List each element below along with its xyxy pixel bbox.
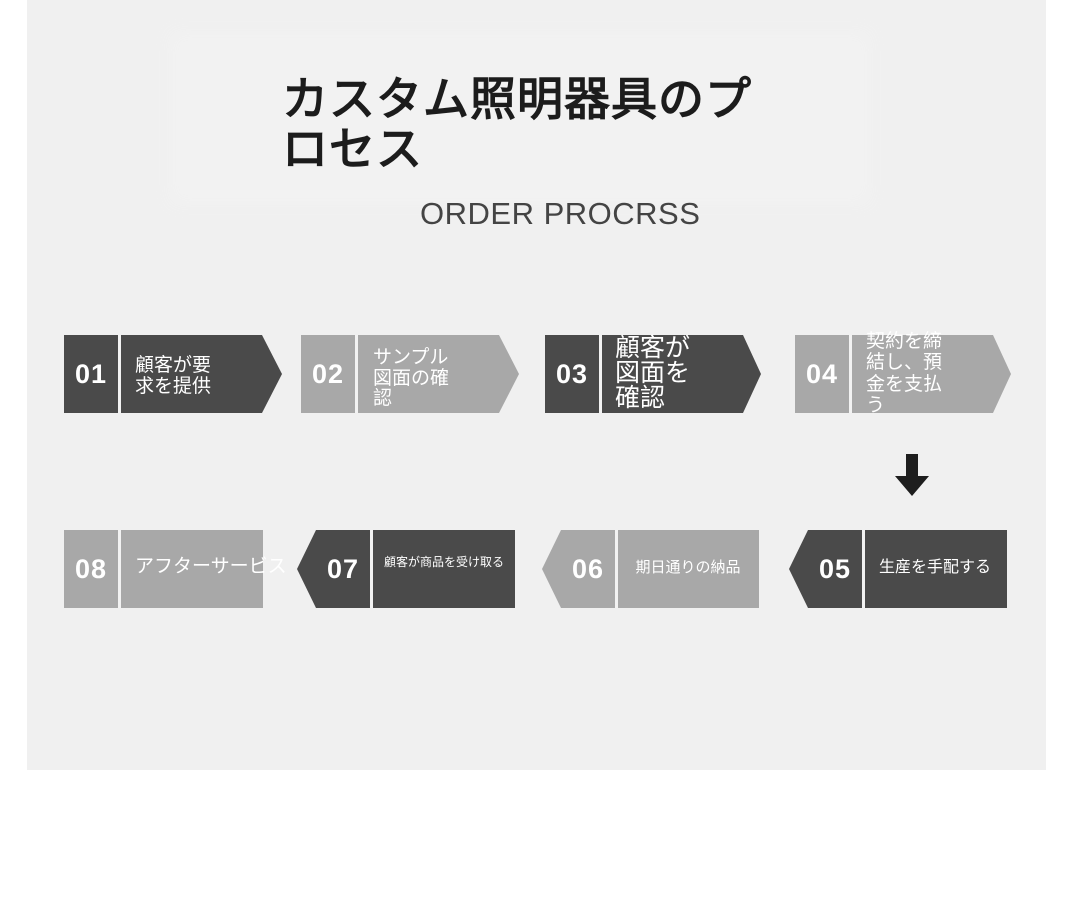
step-label: 顧客が要求を提供 (135, 354, 212, 398)
step-05-shape (789, 530, 1007, 608)
step-label: アフターサービス (135, 555, 287, 577)
step-label: サンプル図面の確認 (373, 346, 450, 410)
process-step-04: 04 契約を締結し、預金を支払う (795, 330, 1011, 415)
page-title: カスタム照明器具のプロセス (282, 72, 752, 176)
step-number: 05 (818, 554, 852, 584)
step-08-shape (64, 530, 263, 608)
step-label: 顧客が図面を確認 (615, 333, 691, 412)
step-divider (862, 530, 865, 608)
process-step-08: 08 アフターサービス (64, 530, 287, 608)
title-background (180, 42, 860, 194)
step-06-shape (542, 530, 759, 608)
step-divider (370, 530, 373, 608)
step-divider (355, 335, 358, 413)
step-label: 契約を締結し、預金を支払う (866, 330, 943, 416)
step-number: 07 (326, 554, 360, 584)
process-step-05: 05 生産を手配する (789, 530, 1007, 608)
step-number: 06 (571, 554, 605, 584)
step-divider (118, 335, 121, 413)
step-number: 03 (555, 359, 589, 389)
step-divider (615, 530, 618, 608)
process-step-07: 07 顧客が商品を受け取る (297, 530, 515, 608)
step-divider (118, 530, 121, 608)
process-step-06: 06 期日通りの納品 (542, 530, 759, 608)
process-step-02: 02 サンプル図面の確認 (301, 335, 519, 413)
step-07-shape (297, 530, 515, 608)
step-label: 期日通りの納品 (635, 558, 741, 576)
step-divider (599, 335, 602, 413)
step-number: 08 (74, 554, 108, 584)
page-subtitle: ORDER PROCRSS (420, 196, 701, 231)
step-label: 生産を手配する (878, 557, 991, 576)
step-number: 01 (74, 359, 108, 389)
step-number: 02 (311, 359, 345, 389)
process-step-01: 01 顧客が要求を提供 (64, 335, 282, 413)
arrow-down-icon (895, 454, 929, 496)
step-number: 04 (805, 359, 839, 389)
process-step-03: 03 顧客が図面を確認 (545, 335, 761, 413)
step-divider (849, 335, 852, 413)
step-label: 顧客が商品を受け取る (383, 555, 504, 569)
